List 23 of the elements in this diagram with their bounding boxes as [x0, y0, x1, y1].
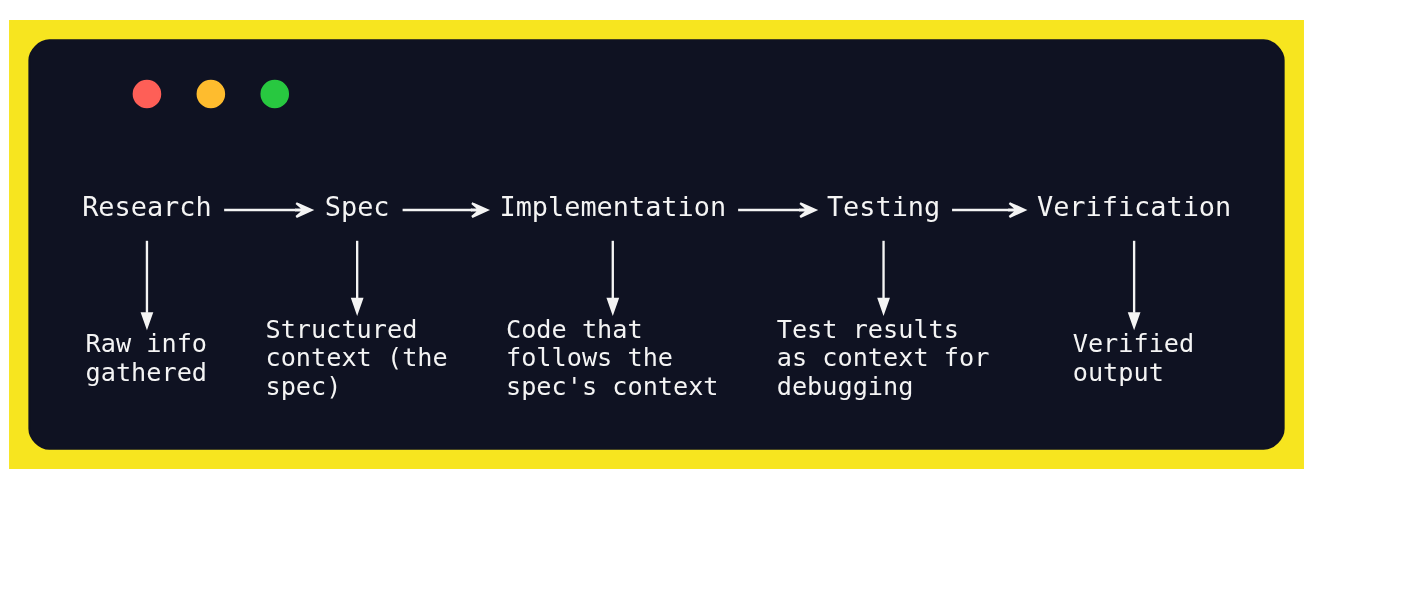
node-text: Test results as context for debugging — [776, 314, 990, 402]
node-text: Verified output — [1072, 329, 1195, 387]
arrow — [140, 240, 154, 331]
arrow — [952, 202, 1026, 219]
arrow — [606, 240, 620, 317]
arrow — [877, 240, 890, 317]
node-text: Code that follows the spec's context — [506, 314, 719, 402]
arrow — [402, 202, 489, 219]
node-text: Structured context (the spec) — [265, 314, 448, 402]
node-circle — [260, 79, 290, 109]
node-text: Raw info gathered — [85, 329, 208, 387]
node-text: Verification — [1036, 191, 1232, 223]
node-text: Research — [82, 191, 212, 223]
arrow — [738, 202, 817, 219]
arrow — [224, 202, 313, 219]
cluster — [28, 39, 1285, 450]
node-circle — [196, 79, 226, 109]
arrow — [1127, 240, 1141, 331]
node-text: Testing — [826, 191, 941, 223]
arrow — [350, 240, 364, 317]
node-text: Spec — [324, 191, 390, 223]
node-circle — [132, 79, 162, 109]
node-text: Implementation — [499, 191, 727, 223]
